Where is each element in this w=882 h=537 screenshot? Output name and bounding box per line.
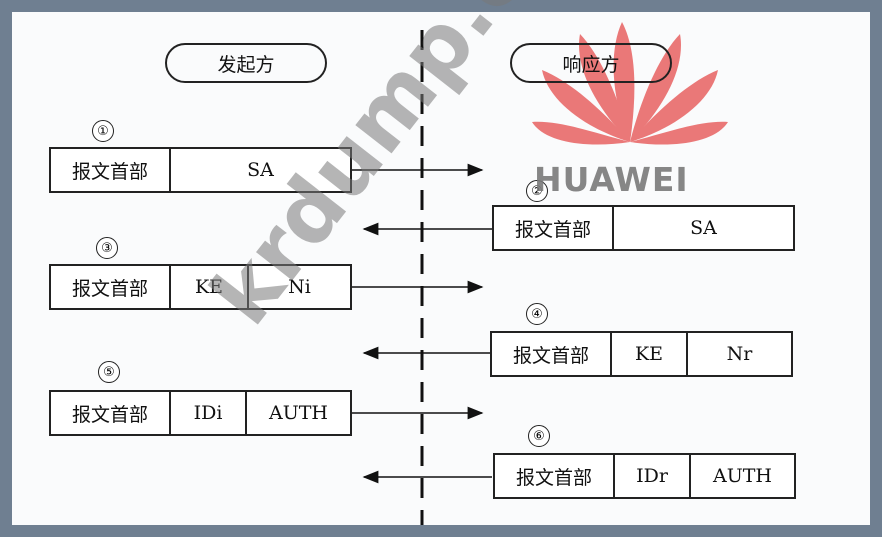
ke-field: KE xyxy=(171,266,249,308)
step-5-marker: ⑤ xyxy=(98,361,120,383)
step-4-marker: ④ xyxy=(526,303,548,325)
packet-header-field: 报文首部 xyxy=(494,207,614,249)
ke-field: KE xyxy=(612,333,688,375)
initiator-label: 发起方 xyxy=(165,43,327,83)
diagram-canvas: 发起方 响应方 ① 报文首部 SA ② 报文首部 SA ③ 报文首部 KE Ni… xyxy=(12,0,870,525)
step-2-marker: ② xyxy=(526,180,548,202)
sa-field: SA xyxy=(247,159,274,181)
idr-field: IDr xyxy=(615,455,691,497)
packet-header-field: 报文首部 xyxy=(495,455,615,497)
message-1-packet: 报文首部 SA xyxy=(49,147,352,193)
diagram-lines xyxy=(352,30,492,525)
auth-field: AUTH xyxy=(713,465,772,487)
packet-header-field: 报文首部 xyxy=(51,266,171,308)
step-3-marker: ③ xyxy=(96,237,118,259)
huawei-logo-icon xyxy=(532,22,728,145)
huawei-logo-text: HUAWEI xyxy=(534,160,689,199)
nr-field: Nr xyxy=(726,343,753,365)
step-1-marker: ① xyxy=(92,120,114,142)
responder-label: 响应方 xyxy=(510,43,672,83)
message-4-packet: 报文首部 KE Nr xyxy=(490,331,793,377)
ni-field: Ni xyxy=(288,276,311,298)
packet-header-field: 报文首部 xyxy=(492,333,612,375)
packet-header-field: 报文首部 xyxy=(51,392,171,434)
step-6-marker: ⑥ xyxy=(528,425,550,447)
packet-header-field: 报文首部 xyxy=(51,149,171,191)
message-6-packet: 报文首部 IDr AUTH xyxy=(493,453,796,499)
idi-field: IDi xyxy=(171,392,247,434)
sa-field: SA xyxy=(690,217,717,239)
message-5-packet: 报文首部 IDi AUTH xyxy=(49,390,352,436)
auth-field: AUTH xyxy=(269,402,328,424)
message-2-packet: 报文首部 SA xyxy=(492,205,795,251)
message-3-packet: 报文首部 KE Ni xyxy=(49,264,352,310)
